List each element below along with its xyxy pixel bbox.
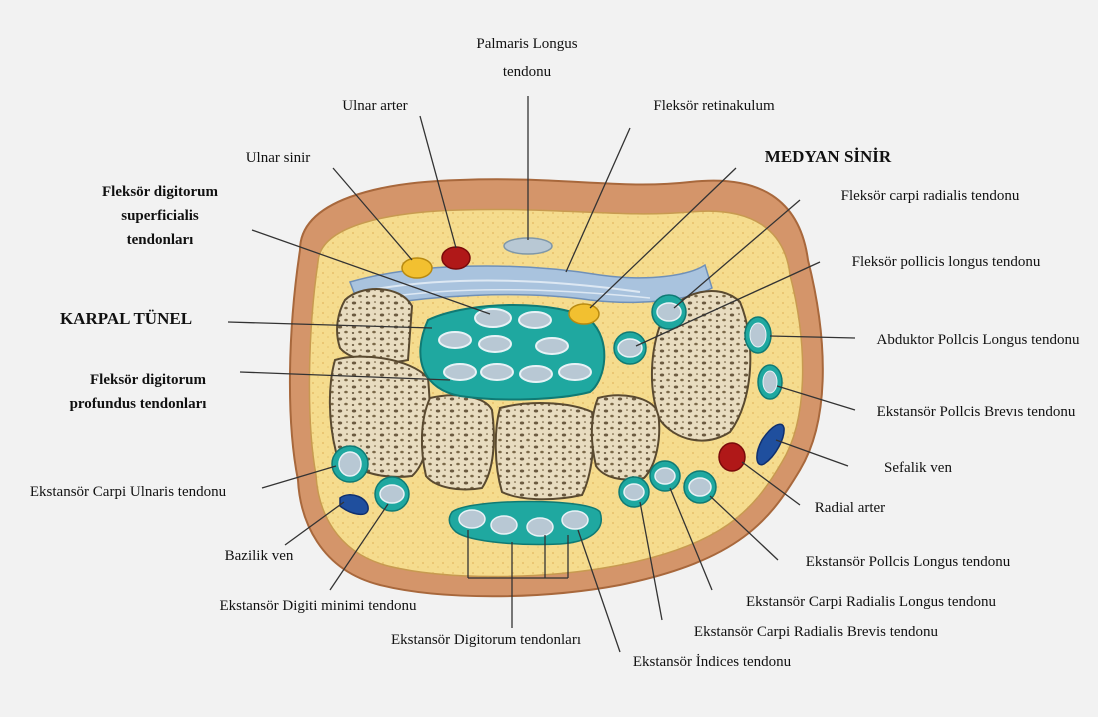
label-fds-3: tendonları — [127, 232, 194, 248]
label-palmaris-2: tendonu — [503, 64, 552, 80]
radial-artery — [719, 443, 745, 471]
label-ulnar-arter: Ulnar arter — [342, 98, 407, 114]
ulnar-nerve — [402, 258, 432, 278]
apl-tendon — [750, 323, 766, 347]
ed-tendon — [459, 510, 485, 528]
label-ecrb: Ekstansör Carpi Radialis Brevis tendonu — [694, 624, 939, 640]
ecu-tendon — [339, 452, 361, 476]
ulnar-artery — [442, 247, 470, 269]
label-fdp-1: Fleksör digitorum — [90, 372, 206, 388]
label-sefalik-ven: Sefalik ven — [884, 460, 952, 476]
label-fcr: Fleksör carpi radialis tendonu — [841, 188, 1020, 204]
label-palmaris-1: Palmaris Longus — [476, 36, 577, 52]
label-bazilik-ven: Bazilik ven — [225, 548, 294, 564]
palmaris-longus-tendon — [504, 238, 552, 254]
epb-tendon — [763, 371, 777, 393]
label-epl: Ekstansör Pollcis Longus tendonu — [806, 554, 1011, 570]
label-karpal-tunel: KARPAL TÜNEL — [60, 309, 192, 328]
edm-tendon — [380, 485, 404, 503]
ei-tendon — [562, 511, 588, 529]
label-ecrl: Ekstansör Carpi Radialis Longus tendonu — [746, 594, 996, 610]
median-nerve — [569, 304, 599, 324]
label-medyan-sinir: MEDYAN SİNİR — [765, 147, 892, 166]
label-epb: Ekstansör Pollcis Brevıs tendonu — [877, 404, 1076, 420]
ecrb-tendon — [624, 484, 644, 500]
epl-tendon — [689, 478, 711, 496]
label-edm: Ekstansör Digiti minimi tendonu — [219, 598, 417, 614]
label-ei: Ekstansör İndices tendonu — [633, 654, 792, 670]
label-fds-1: Fleksör digitorum — [102, 184, 218, 200]
ecrl-tendon — [655, 468, 675, 484]
label-fdp-2: profundus tendonları — [70, 396, 207, 412]
label-apl: Abduktor Pollcis Longus tendonu — [877, 332, 1080, 348]
label-ecu: Ekstansör Carpi Ulnaris tendonu — [30, 484, 227, 500]
label-radial-arter: Radial arter — [815, 500, 885, 516]
label-ed: Ekstansör Digitorum tendonları — [391, 632, 581, 648]
label-ulnar-sinir: Ulnar sinir — [246, 150, 311, 166]
label-fleksor-retinakulum: Fleksör retinakulum — [653, 98, 775, 114]
label-fpl: Fleksör pollicis longus tendonu — [852, 254, 1041, 270]
fpl-tendon — [618, 339, 642, 357]
label-fds-2: superficialis — [121, 208, 199, 224]
